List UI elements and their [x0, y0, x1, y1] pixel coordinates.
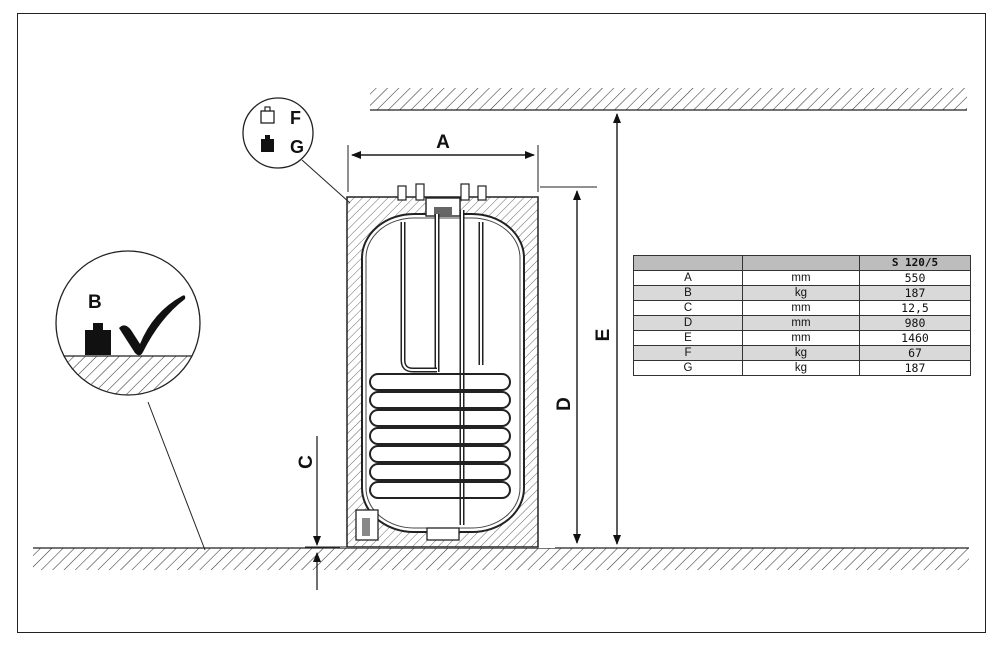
dimension-a: A — [347, 132, 539, 192]
label-d: D — [554, 397, 575, 411]
checkmark-icon — [119, 295, 186, 356]
row-unit: kg — [742, 285, 860, 301]
row-value: 980 — [859, 315, 971, 331]
header-model: S 120/5 — [859, 255, 971, 271]
row-value: 550 — [859, 270, 971, 286]
spec-table-header: S 120/5 — [633, 255, 971, 271]
weight-callout: F G — [242, 97, 351, 204]
row-value: 1460 — [859, 330, 971, 346]
row-param: F — [633, 345, 743, 361]
weight-empty-icon — [260, 106, 275, 124]
row-param: E — [633, 330, 743, 346]
table-row: E mm 1460 — [633, 330, 971, 346]
row-param: D — [633, 315, 743, 331]
table-row: A mm 550 — [633, 270, 971, 286]
drawing-frame — [17, 13, 986, 633]
label-e: E — [593, 329, 614, 342]
weight-full-icon — [261, 135, 274, 152]
dimension-d: D — [540, 186, 597, 544]
heating-coil — [369, 373, 511, 499]
row-unit: mm — [742, 330, 860, 346]
row-unit: kg — [742, 345, 860, 361]
ceiling — [370, 88, 967, 111]
label-f: F — [290, 108, 301, 128]
row-unit: kg — [742, 360, 860, 376]
row-param: C — [633, 300, 743, 316]
floor-load-callout: B — [55, 250, 206, 551]
table-row: F kg 67 — [633, 345, 971, 361]
row-param: G — [633, 360, 743, 376]
weight-icon — [85, 323, 111, 355]
header-unit — [742, 255, 860, 271]
dimension-e: E — [593, 113, 621, 545]
label-g: G — [290, 137, 304, 157]
table-row: D mm 980 — [633, 315, 971, 331]
label-a: A — [436, 132, 450, 153]
row-value: 12,5 — [859, 300, 971, 316]
row-value: 187 — [859, 285, 971, 301]
row-value: 187 — [859, 360, 971, 376]
row-param: A — [633, 270, 743, 286]
row-unit: mm — [742, 300, 860, 316]
row-value: 67 — [859, 345, 971, 361]
dimension-c: C — [296, 436, 352, 590]
table-row: C mm 12,5 — [633, 300, 971, 316]
table-row: G kg 187 — [633, 360, 971, 376]
label-c: C — [296, 455, 317, 469]
row-param: B — [633, 285, 743, 301]
spec-table: S 120/5 A mm 550 B kg 187 C mm 12,5 D mm… — [633, 255, 971, 376]
header-param — [633, 255, 743, 271]
row-unit: mm — [742, 315, 860, 331]
water-tank — [346, 183, 539, 548]
label-b: B — [88, 292, 102, 313]
row-unit: mm — [742, 270, 860, 286]
table-row: B kg 187 — [633, 285, 971, 301]
